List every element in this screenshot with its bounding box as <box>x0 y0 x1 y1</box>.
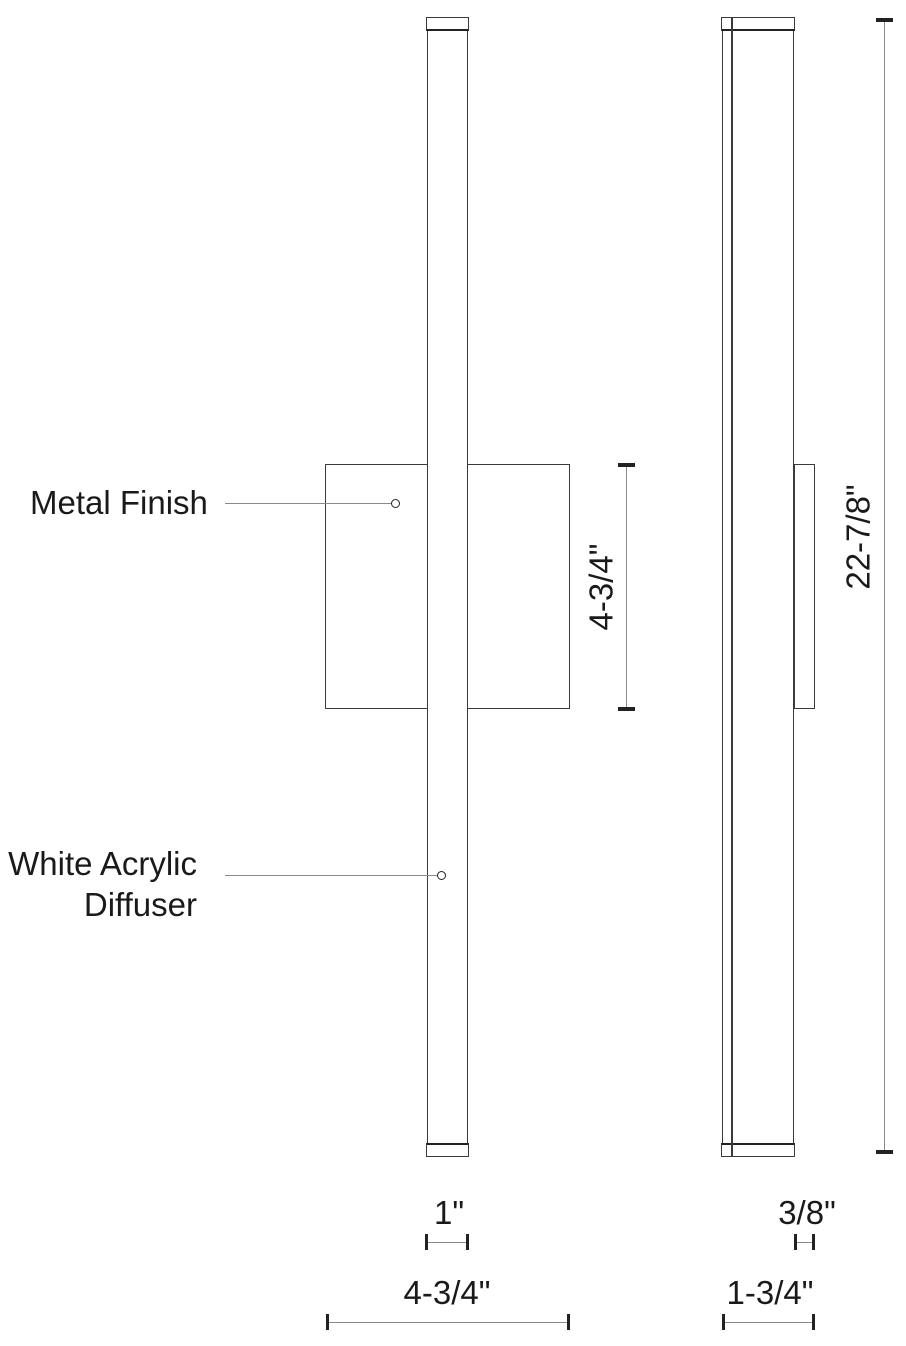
overall-height-dim-tick-top <box>876 18 893 22</box>
side-mounting-plate <box>794 464 815 709</box>
plate-width-dim-line <box>327 1322 569 1323</box>
front-diffuser-bar <box>427 17 468 1157</box>
plate-depth-dim-tick-right <box>812 1234 815 1250</box>
plate-depth-dim-line <box>795 1242 814 1243</box>
plate-width-dim-tick-right <box>567 1314 570 1330</box>
overall-height-dim-value: 22-7/8" <box>839 484 877 590</box>
overall-depth-dim-tick-left <box>722 1314 725 1330</box>
diffuser-leader-dot <box>437 871 446 880</box>
front-bar-bottom-cap <box>426 1143 469 1157</box>
plate-width-dim-value: 4-3/4" <box>403 1274 491 1311</box>
plate-depth-dim-tick-left <box>794 1234 797 1250</box>
metal-finish-leader-dot <box>391 499 400 508</box>
diffuser-label-line2: Diffuser <box>83 886 197 923</box>
plate-height-dim-line <box>626 465 627 709</box>
plate-height-dim-tick-bottom <box>618 707 635 711</box>
bar-width-dim-tick-right <box>466 1234 469 1250</box>
diffuser-label-line1: White Acrylic <box>8 845 197 882</box>
side-bar-bottom-cap <box>721 1143 795 1157</box>
plate-height-dim-tick-top <box>618 463 635 467</box>
front-bar-top-cap <box>426 17 469 31</box>
overall-depth-dim-value: 1-3/4" <box>726 1274 814 1311</box>
side-bar-front-edge-line <box>731 17 733 1157</box>
overall-depth-dim-line <box>723 1322 814 1323</box>
side-diffuser-bar <box>722 17 794 1157</box>
bar-width-dim-value: 1" <box>433 1194 465 1231</box>
metal-finish-label: Metal Finish <box>30 484 208 521</box>
plate-depth-dim-value: 3/8" <box>778 1194 836 1231</box>
plate-height-dim-value: 4-3/4" <box>582 543 620 631</box>
overall-depth-dim-tick-right <box>812 1314 815 1330</box>
overall-height-dim-tick-bottom <box>876 1150 893 1154</box>
bar-width-dim-tick-left <box>425 1234 428 1250</box>
side-bar-top-cap <box>721 17 795 31</box>
metal-finish-leader-line <box>225 503 392 504</box>
bar-width-dim-line <box>426 1242 468 1243</box>
diffuser-leader-line <box>225 875 438 876</box>
plate-width-dim-tick-left <box>326 1314 329 1330</box>
diffuser-label: White Acrylic Diffuser <box>0 843 197 925</box>
overall-height-dim-line <box>884 21 885 1152</box>
